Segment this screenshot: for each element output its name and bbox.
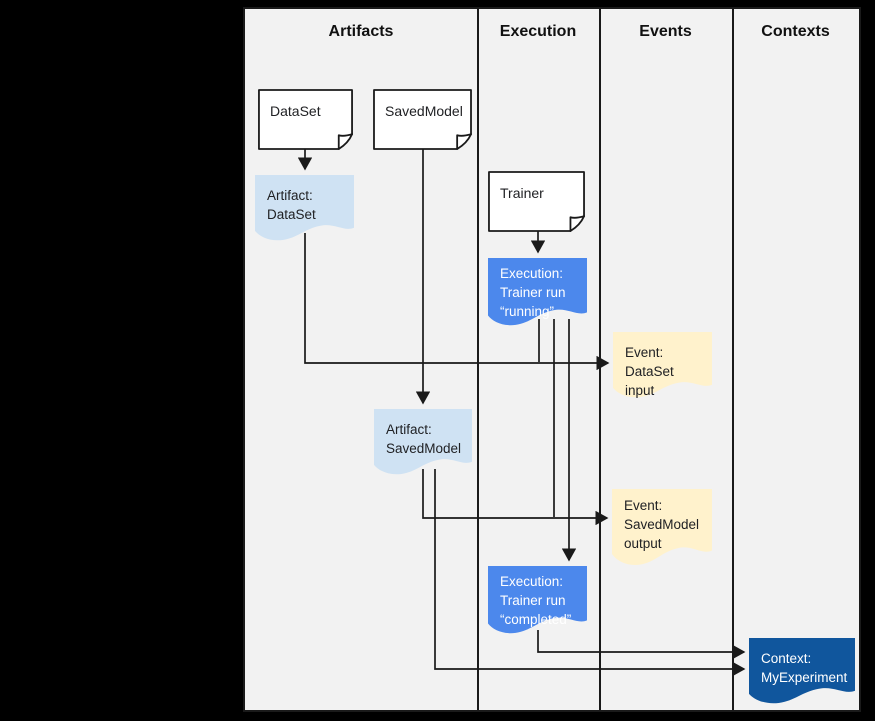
edge-execution-completed-to-context	[537, 630, 746, 660]
node-execution-running: Execution: Trainer run “running”	[488, 258, 587, 327]
node-artifact-dataset-label: Artifact: DataSet	[267, 188, 316, 222]
node-savedmodel-label: SavedModel	[385, 103, 463, 120]
edge-artifact-savedmodel-to-context	[434, 469, 746, 677]
node-savedmodel: SavedModel	[373, 89, 472, 150]
node-context-myexperiment: Context: MyExperiment	[749, 638, 855, 705]
column-divider-events-contexts	[732, 9, 734, 710]
node-artifact-savedmodel: Artifact: SavedModel	[374, 409, 472, 476]
node-dataset: DataSet	[258, 89, 353, 150]
node-trainer: Trainer	[488, 171, 585, 232]
node-execution-completed-label: Execution: Trainer run “completed”	[500, 574, 572, 627]
column-header-contexts: Contexts	[761, 23, 830, 40]
column-header-artifacts: Artifacts	[328, 23, 394, 40]
edge-artifact-savedmodel-to-event-output	[422, 469, 609, 526]
edge-artifact-dataset-to-event-input	[304, 233, 610, 371]
node-event-dataset-input: Event: DataSet input	[613, 332, 712, 399]
node-event-savedmodel-output-label: Event: SavedModel output	[624, 498, 700, 551]
node-dataset-label: DataSet	[270, 103, 321, 120]
column-divider-artifacts-execution	[477, 9, 479, 710]
column-header-execution: Execution	[499, 23, 577, 40]
node-artifact-savedmodel-label: Artifact: SavedModel	[386, 422, 462, 456]
diagram-panel: Artifacts Execution Events Contexts	[243, 7, 861, 712]
node-trainer-label: Trainer	[500, 185, 544, 202]
node-event-dataset-input-label: Event: DataSet input	[625, 345, 674, 398]
node-event-savedmodel-output: Event: SavedModel output	[612, 489, 712, 567]
node-execution-completed: Execution: Trainer run “completed”	[488, 566, 587, 635]
node-context-myexperiment-label: Context: MyExperiment	[761, 651, 848, 685]
column-header-events: Events	[639, 23, 692, 40]
edges-layer	[297, 149, 746, 677]
node-artifact-dataset: Artifact: DataSet	[255, 175, 354, 242]
node-execution-running-label: Execution: Trainer run “running”	[500, 266, 566, 319]
